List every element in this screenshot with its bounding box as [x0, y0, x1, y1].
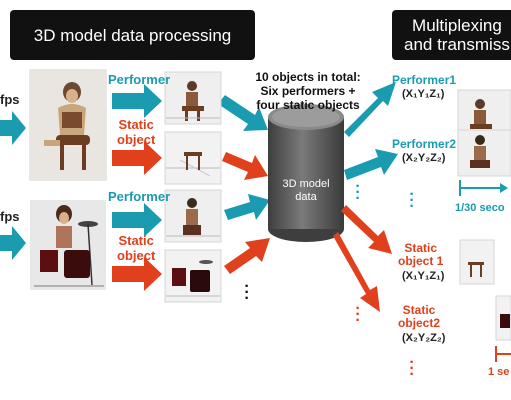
database-note: 10 objects in total: Six performers + fo… — [255, 70, 361, 112]
out-arrow-static1 — [341, 205, 392, 254]
output-performer1-coord: (X₁Y₁Z₁) — [402, 88, 445, 100]
output-static-dots: ··· — [409, 354, 415, 383]
timing-bracket-performer — [459, 180, 508, 196]
out-arrow-static2 — [333, 232, 380, 312]
to-db-arrow-1 — [218, 95, 268, 131]
thumb-static-top — [164, 131, 222, 185]
to-db-arrow-4 — [224, 238, 270, 274]
multiplexing-title: Multiplexing and transmiss — [392, 10, 511, 60]
performer-interval-label: 1/30 seco — [455, 202, 505, 214]
output-performer2-coord: (X₂Y₂Z₂) — [402, 152, 446, 164]
input-arrow-top — [0, 111, 26, 145]
input-frame-bottom — [30, 200, 106, 290]
thumb-out-static1 — [459, 239, 495, 285]
output-performer1-label: Performer1 — [392, 73, 457, 87]
thumb-out-static2 — [495, 295, 511, 341]
static-interval-label: 1 se — [488, 366, 510, 378]
input-arrow-bottom — [0, 226, 26, 260]
timing-bracket-static — [495, 346, 511, 362]
processing-title: 3D model data processing — [10, 10, 255, 60]
thumb-performer-top — [164, 71, 222, 125]
performer-arrow-top — [112, 84, 162, 118]
red-continuation-dots: ··· — [355, 300, 361, 329]
static-label-top: Static object — [117, 117, 156, 147]
output-static2-label: Static object2 — [398, 303, 441, 330]
static-label-bottom: Static object — [117, 233, 156, 263]
static-arrow-bottom — [112, 257, 162, 291]
multiplexing-title-text: Multiplexing and transmiss — [404, 16, 510, 54]
static-arrow-top — [112, 141, 162, 175]
fps-label-bottom: fps — [0, 209, 20, 224]
thumb-static-bottom — [164, 249, 222, 303]
performer-label-bottom: Performer — [108, 189, 171, 204]
performer-arrow-bottom — [112, 203, 162, 237]
output-static1-coord: (X₁Y₁Z₁) — [402, 270, 445, 282]
thumb-out-performer2 — [457, 129, 511, 177]
output-static2-coord: (X₂Y₂Z₂) — [402, 332, 446, 344]
input-frame-top — [29, 69, 107, 181]
output-performer2-label: Performer2 — [392, 137, 457, 151]
to-db-arrow-3 — [224, 194, 270, 220]
out-arrow-performer1 — [344, 82, 396, 137]
out-arrow-performer2 — [344, 149, 398, 180]
output-static1-label: Static object 1 — [398, 241, 444, 268]
group-continuation-dots: ··· — [244, 278, 250, 307]
database-label: 3D model data — [282, 178, 330, 203]
to-db-arrow-2 — [222, 152, 268, 180]
output-performer-dots: ··· — [409, 186, 415, 215]
thumb-performer-bottom — [164, 189, 222, 243]
performer-label-top: Performer — [108, 72, 171, 87]
fps-label-top: fps — [0, 92, 20, 107]
database-cylinder — [268, 104, 344, 242]
processing-title-text: 3D model data processing — [33, 25, 232, 45]
teal-continuation-dots: ··· — [355, 178, 361, 207]
